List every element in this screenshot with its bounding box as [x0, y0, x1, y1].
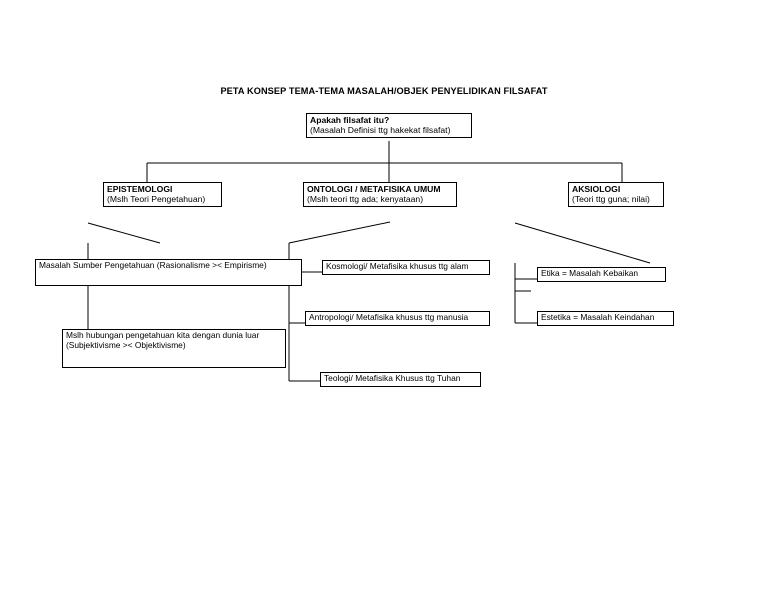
edge-aksiologi-diagonal [514, 222, 651, 264]
node-hubungan-pengetahuan-line1: Mslh hubungan pengetahuan kita dengan du… [66, 330, 260, 340]
node-antropologi-line1: Antropologi/ Metafisika khusus ttg manus… [309, 312, 469, 322]
node-kosmologi[interactable]: Kosmologi/ Metafisika khusus ttg alam [322, 260, 490, 275]
node-estetika[interactable]: Estetika = Masalah Keindahan [537, 311, 674, 326]
node-hubungan-pengetahuan-line2: (Subjektivisme >< Objektivisme) [66, 339, 186, 350]
node-estetika-line1: Estetika = Masalah Keindahan [541, 312, 655, 322]
node-masalah-sumber-pengetahuan[interactable]: Masalah Sumber Pengetahuan (Rasionalisme… [35, 259, 302, 286]
edge-ontologi-diagonal [288, 221, 391, 244]
node-epistemologi-line2: (Mslh Teori Pengetahuan) [107, 194, 206, 205]
node-etika[interactable]: Etika = Masalah Kebaikan [537, 267, 666, 282]
edge-epistemologi-diagonal [87, 222, 161, 244]
node-ontologi-metafisika-umum[interactable]: ONTOLOGI / METAFISIKA UMUM (Mslh teori t… [303, 182, 457, 208]
node-epistemologi-line1: EPISTEMOLOGI [107, 184, 173, 194]
node-aksiologi-line2: (Teori ttg guna; nilai) [572, 194, 650, 205]
node-root-question[interactable]: Apakah filsafat itu? (Masalah Definisi t… [306, 113, 472, 139]
node-teologi[interactable]: Teologi/ Metafisika Khusus ttg Tuhan [320, 372, 481, 387]
node-ontologi-line1: ONTOLOGI / METAFISIKA UMUM [307, 184, 441, 194]
page-title: PETA KONSEP TEMA-TEMA MASALAH/OBJEK PENY… [220, 86, 548, 96]
node-antropologi[interactable]: Antropologi/ Metafisika khusus ttg manus… [305, 311, 490, 326]
node-ontologi-line2: (Mslh teori ttg ada; kenyataan) [307, 194, 424, 205]
node-root-line2: (Masalah Definisi ttg hakekat filsafat) [310, 125, 451, 136]
node-hubungan-pengetahuan[interactable]: Mslh hubungan pengetahuan kita dengan du… [62, 329, 286, 368]
node-root-line1: Apakah filsafat itu? [310, 115, 390, 125]
node-teologi-line1: Teologi/ Metafisika Khusus ttg Tuhan [324, 373, 461, 383]
node-kosmologi-line1: Kosmologi/ Metafisika khusus ttg alam [326, 261, 469, 271]
node-sumber-pengetahuan-line1: Masalah Sumber Pengetahuan (Rasionalisme… [39, 260, 267, 270]
node-aksiologi[interactable]: AKSIOLOGI (Teori ttg guna; nilai) [568, 182, 664, 208]
node-epistemologi[interactable]: EPISTEMOLOGI (Mslh Teori Pengetahuan) [103, 182, 222, 208]
node-aksiologi-line1: AKSIOLOGI [572, 184, 621, 194]
node-etika-line1: Etika = Masalah Kebaikan [541, 268, 639, 278]
